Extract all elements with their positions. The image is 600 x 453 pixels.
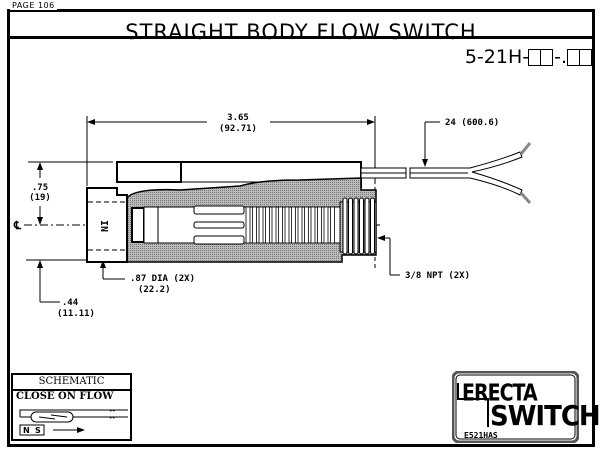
erecta-switch-logo: ERECTA SWITCH E521HAS [452,371,600,443]
offset-metric: (11.11) [57,309,95,319]
spring-coil [317,206,322,244]
spring-coil [271,206,277,244]
thread-label: 3/8 NPT (2X) [405,271,470,281]
logo-line1: ERECTA [462,380,538,407]
part-number: 5-21H- -. [465,46,592,68]
spring-coil [245,206,251,244]
thread-ridge [353,197,359,255]
logo-frame [452,371,579,443]
terminal-icon: ◂◂ [109,408,115,414]
lead-wires [360,142,532,205]
hex-dia-callout: .87 DIA (2X) (22.2) [100,260,195,295]
spring-coil [252,206,257,244]
title-bar: STRAIGHT BODY FLOW SWITCH [7,9,595,44]
spring-coil [310,206,316,244]
height-metric: (19) [29,193,51,203]
thread-callout: 3/8 NPT (2X) [377,235,470,281]
height-imperial: .75 [32,183,48,193]
offset-dimension: .44 (11.11) [26,259,95,319]
lead-length-label: 24 (600.6) [445,118,499,128]
page-label: PAGE 106 [10,1,57,10]
schematic-subtitle: CLOSE ON FLOW [16,391,114,402]
spring-coil [265,206,270,244]
spring [245,206,335,244]
overall-length-metric: (92.71) [219,124,257,134]
part-option-box [579,48,592,66]
height-dimension: .75 (19) [28,161,113,225]
flow-marking: IN [98,220,109,232]
part-number-separator: -. [554,46,567,68]
logo-line2: SWITCH [490,401,600,433]
spring-coil [304,206,309,244]
schematic-panel: SCHEMATIC CLOSE ON FLOW ◂◂ ◂◂ N S [11,373,132,441]
spring-coil [323,206,329,244]
lead-length-callout: 24 (600.6) [422,118,499,167]
reed-switch-symbol: ◂◂ ◂◂ N S [19,408,128,436]
schematic-title: SCHEMATIC [13,375,130,391]
drawing-title: STRAIGHT BODY FLOW SWITCH [125,20,477,44]
spring-coil [284,206,290,244]
magnet-s: S [35,426,41,435]
magnet-n: N [23,426,30,435]
overall-length-imperial: 3.65 [227,113,249,123]
part-number-prefix: 5-21H- [464,46,530,68]
thread-ridge [364,197,370,255]
centerline-symbol: ℄ [13,219,22,232]
spring-coil [258,206,264,244]
thread-ridge [348,197,353,255]
spring-coil [278,206,283,244]
threaded-end [339,197,377,255]
spring-coil [291,206,296,244]
spring-coil [330,206,335,244]
thread-ridge [342,197,348,255]
spring-coil [297,206,303,244]
hex-dia-metric: (22.2) [138,285,171,295]
thread-ridge [359,197,364,255]
hex-dia-label: .87 DIA (2X) [130,274,195,284]
drawing-code: E521HAS [464,431,498,440]
thread-ridge [370,197,375,255]
drawing-border [7,9,595,447]
offset-imperial: .44 [62,298,79,308]
part-option-box [540,48,554,66]
terminal-icon: ◂◂ [109,415,115,421]
